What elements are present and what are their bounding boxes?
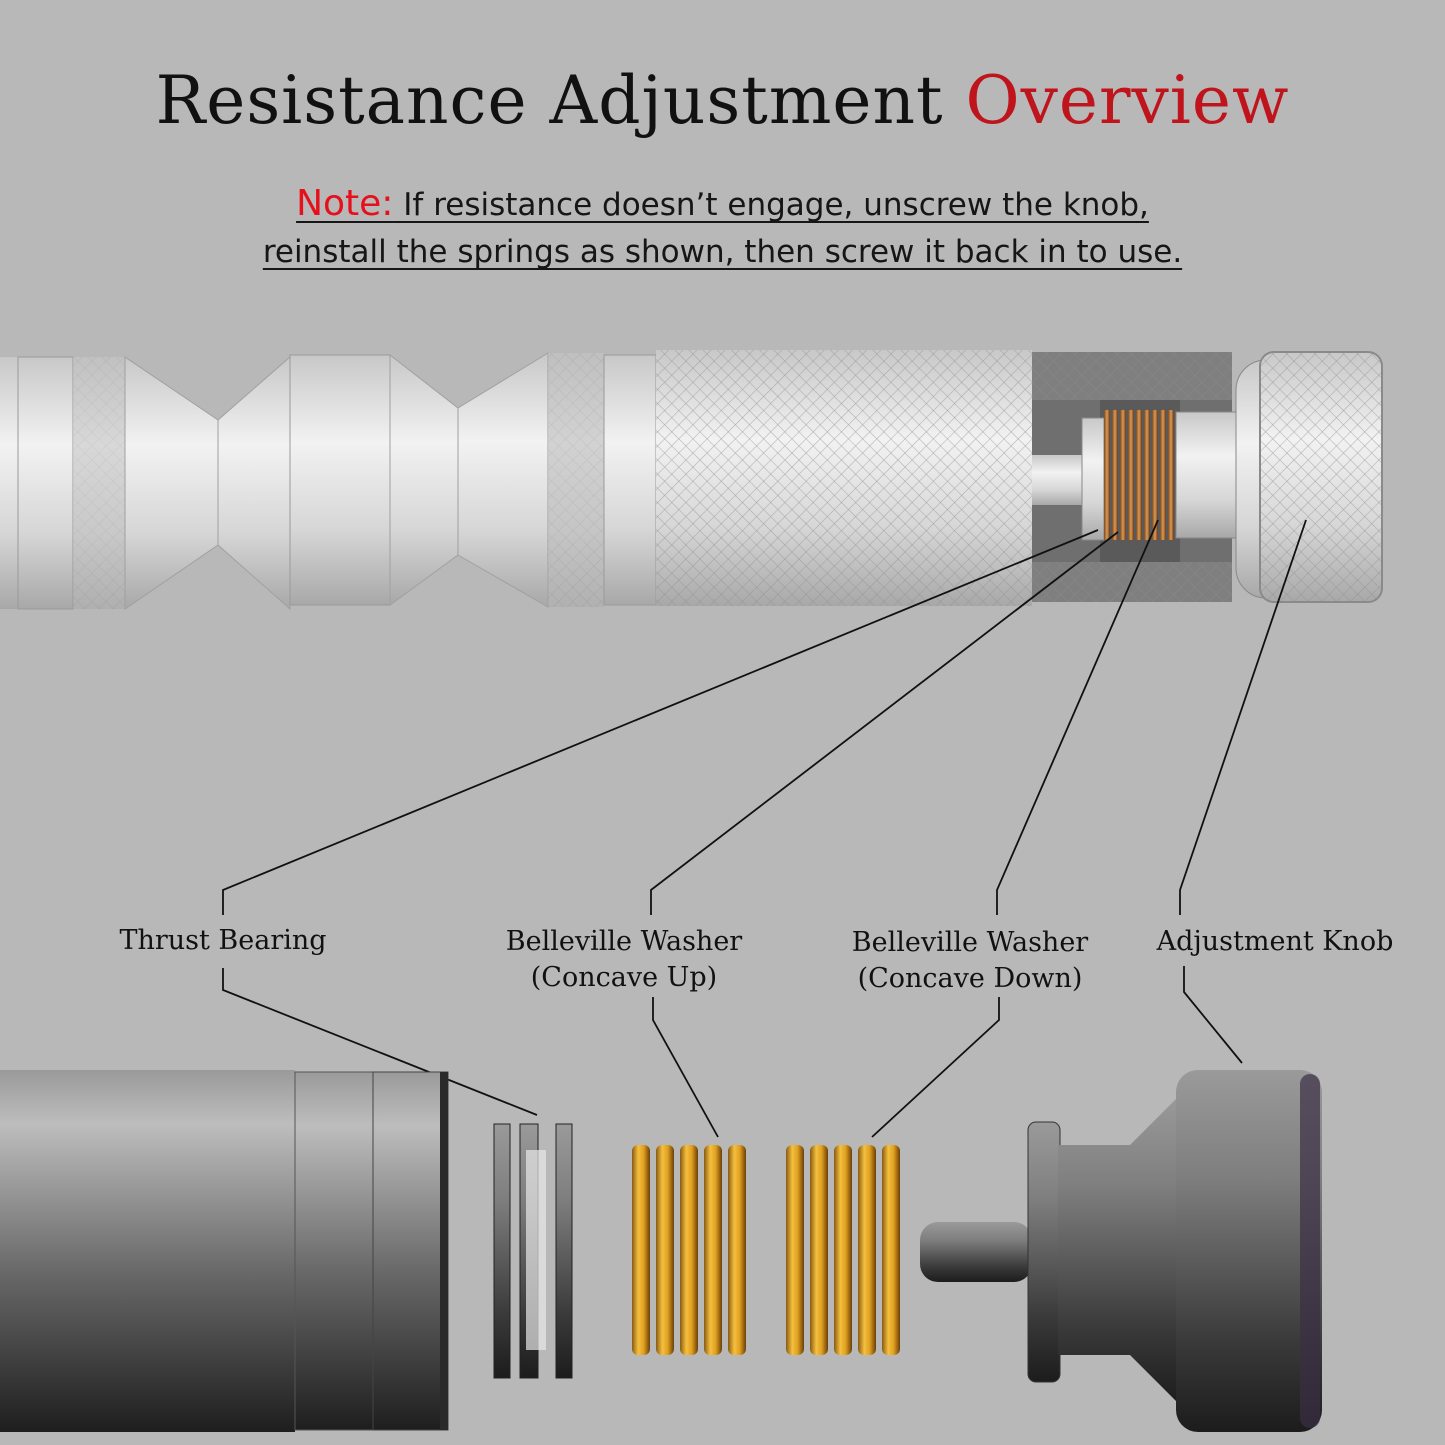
- washer-down-line-2: (Concave Down): [857, 963, 1083, 994]
- leader-lines: [222, 519, 1307, 1138]
- page-title: Resistance Adjustment Overview: [0, 62, 1445, 139]
- instruction-note: Note: If resistance doesn’t engage, unsc…: [0, 180, 1445, 276]
- thrust-bearing-exploded: [493, 1123, 573, 1379]
- internal-springs: [1104, 410, 1174, 540]
- label-belleville-washer-up: Belleville Washer (Concave Up): [490, 924, 758, 996]
- label-thrust-bearing: Thrust Bearing: [95, 923, 351, 959]
- washer-up-line-2: (Concave Up): [530, 962, 718, 993]
- note-line-1: Note: If resistance doesn’t engage, unsc…: [296, 180, 1149, 229]
- label-adjustment-knob: Adjustment Knob: [1140, 924, 1410, 960]
- note-text-1: If resistance doesn’t engage, unscrew th…: [393, 187, 1149, 223]
- belleville-washers-concave-down: [786, 1145, 900, 1355]
- handle-tube-end: [0, 1070, 449, 1432]
- note-line-2: reinstall the springs as shown, then scr…: [262, 234, 1183, 270]
- assembled-handle: [0, 350, 1383, 611]
- washer-up-line-1: Belleville Washer: [505, 926, 743, 957]
- title-main: Resistance Adjustment: [155, 62, 944, 139]
- thrust-bearing-text: Thrust Bearing: [119, 925, 327, 956]
- note-label: Note:: [296, 183, 394, 224]
- adjustment-knob-exploded: [920, 1070, 1322, 1432]
- top-adjustment-knob: [1235, 351, 1383, 603]
- title-accent: Overview: [965, 62, 1290, 139]
- belleville-washers-concave-up: [632, 1145, 746, 1355]
- adjustment-knob-text: Adjustment Knob: [1156, 926, 1394, 957]
- washer-down-line-1: Belleville Washer: [851, 927, 1089, 958]
- label-belleville-washer-down: Belleville Washer (Concave Down): [834, 925, 1106, 997]
